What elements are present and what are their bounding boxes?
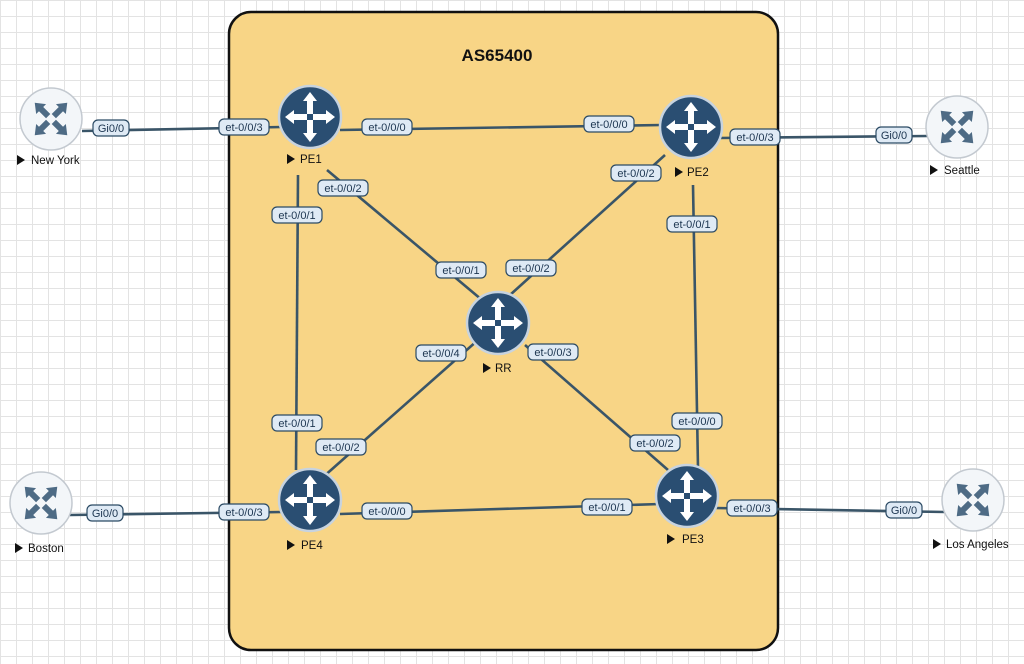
svg-text:et-0/0/4: et-0/0/4 xyxy=(422,348,459,360)
router-pe2[interactable]: PE2 xyxy=(658,94,724,179)
cpe-router-icon xyxy=(925,95,989,159)
cpe-boston[interactable]: Boston xyxy=(9,471,73,555)
router-icon xyxy=(465,290,531,356)
router-pe3[interactable]: PE3 xyxy=(654,463,720,546)
if-label[interactable]: et-0/0/3 xyxy=(218,503,270,521)
svg-text:Gi0/0: Gi0/0 xyxy=(92,508,118,520)
svg-text:Gi0/0: Gi0/0 xyxy=(891,505,917,517)
svg-text:et-0/0/0: et-0/0/0 xyxy=(368,122,405,134)
expand-triangle-icon[interactable] xyxy=(933,539,941,549)
if-label[interactable]: Gi0/0 xyxy=(885,501,923,519)
if-label[interactable]: et-0/0/3 xyxy=(729,128,781,146)
cpe-los-angeles[interactable]: Los Angeles xyxy=(933,468,1009,551)
if-label[interactable]: et-0/0/1 xyxy=(666,215,718,233)
svg-text:PE2: PE2 xyxy=(687,167,709,179)
if-label[interactable]: et-0/0/2 xyxy=(505,259,557,277)
svg-text:et-0/0/1: et-0/0/1 xyxy=(442,265,479,277)
if-label[interactable]: et-0/0/1 xyxy=(271,414,323,432)
svg-text:et-0/0/2: et-0/0/2 xyxy=(617,168,654,180)
svg-text:PE4: PE4 xyxy=(301,540,323,552)
router-icon xyxy=(658,94,724,160)
if-label[interactable]: et-0/0/1 xyxy=(435,261,487,279)
if-label[interactable]: et-0/0/0 xyxy=(361,118,413,136)
if-label[interactable]: et-0/0/0 xyxy=(583,115,635,133)
if-label[interactable]: et-0/0/3 xyxy=(218,118,270,136)
svg-text:Gi0/0: Gi0/0 xyxy=(881,130,907,142)
svg-text:Los Angeles: Los Angeles xyxy=(946,539,1009,551)
if-label[interactable]: et-0/0/0 xyxy=(671,412,723,430)
if-label[interactable]: Gi0/0 xyxy=(92,119,130,137)
if-label[interactable]: et-0/0/1 xyxy=(271,206,323,224)
as-title: AS65400 xyxy=(462,46,533,65)
svg-text:et-0/0/2: et-0/0/2 xyxy=(512,263,549,275)
if-label[interactable]: et-0/0/4 xyxy=(415,344,467,362)
svg-text:PE3: PE3 xyxy=(682,534,704,546)
if-label[interactable]: et-0/0/0 xyxy=(361,502,413,520)
router-pe4[interactable]: PE4 xyxy=(277,467,343,552)
cpe-seattle[interactable]: Seattle xyxy=(925,95,989,177)
expand-triangle-icon[interactable] xyxy=(483,363,491,373)
expand-triangle-icon[interactable] xyxy=(287,154,295,164)
svg-text:et-0/0/2: et-0/0/2 xyxy=(636,438,673,450)
svg-text:et-0/0/3: et-0/0/3 xyxy=(733,503,770,515)
expand-triangle-icon[interactable] xyxy=(15,543,23,553)
cpe-router-icon xyxy=(19,87,83,151)
router-icon xyxy=(277,467,343,533)
cpe-router-icon xyxy=(941,468,1005,532)
svg-text:Seattle: Seattle xyxy=(944,165,980,177)
router-rr[interactable]: RR xyxy=(465,290,531,375)
if-label[interactable]: et-0/0/1 xyxy=(581,498,633,516)
expand-triangle-icon[interactable] xyxy=(675,167,683,177)
svg-text:Boston: Boston xyxy=(28,543,64,555)
svg-text:PE1: PE1 xyxy=(300,154,322,166)
expand-triangle-icon[interactable] xyxy=(667,534,675,544)
router-pe1[interactable]: PE1 xyxy=(277,84,343,166)
svg-text:New York: New York xyxy=(31,155,80,167)
svg-text:et-0/0/3: et-0/0/3 xyxy=(736,132,773,144)
router-icon xyxy=(277,84,343,150)
svg-text:et-0/0/1: et-0/0/1 xyxy=(278,418,315,430)
svg-text:Gi0/0: Gi0/0 xyxy=(98,123,124,135)
if-label[interactable]: et-0/0/2 xyxy=(629,434,681,452)
router-icon xyxy=(654,463,720,529)
svg-text:et-0/0/1: et-0/0/1 xyxy=(673,219,710,231)
if-label[interactable]: et-0/0/2 xyxy=(610,164,662,182)
svg-text:et-0/0/0: et-0/0/0 xyxy=(678,416,715,428)
svg-text:et-0/0/3: et-0/0/3 xyxy=(225,507,262,519)
cpe-new-york[interactable]: New York xyxy=(17,87,83,167)
if-label[interactable]: Gi0/0 xyxy=(86,504,124,522)
svg-text:et-0/0/0: et-0/0/0 xyxy=(368,506,405,518)
expand-triangle-icon[interactable] xyxy=(17,155,25,165)
svg-text:et-0/0/0: et-0/0/0 xyxy=(590,119,627,131)
if-label[interactable]: et-0/0/3 xyxy=(527,343,579,361)
if-label[interactable]: Gi0/0 xyxy=(875,126,913,144)
if-label[interactable]: et-0/0/2 xyxy=(317,179,369,197)
svg-text:et-0/0/2: et-0/0/2 xyxy=(324,183,361,195)
expand-triangle-icon[interactable] xyxy=(287,540,295,550)
svg-text:et-0/0/3: et-0/0/3 xyxy=(225,122,262,134)
svg-text:et-0/0/1: et-0/0/1 xyxy=(278,210,315,222)
cpe-router-icon xyxy=(9,471,73,535)
interface-labels-layer: Gi0/0 et-0/0/3 et-0/0/0 et-0/0/0 et-0/0/… xyxy=(86,115,923,522)
if-label[interactable]: et-0/0/3 xyxy=(726,499,778,517)
expand-triangle-icon[interactable] xyxy=(930,165,938,175)
if-label[interactable]: et-0/0/2 xyxy=(315,438,367,456)
svg-text:et-0/0/1: et-0/0/1 xyxy=(588,502,625,514)
svg-text:et-0/0/3: et-0/0/3 xyxy=(534,347,571,359)
svg-text:et-0/0/2: et-0/0/2 xyxy=(322,442,359,454)
svg-text:RR: RR xyxy=(495,363,512,375)
